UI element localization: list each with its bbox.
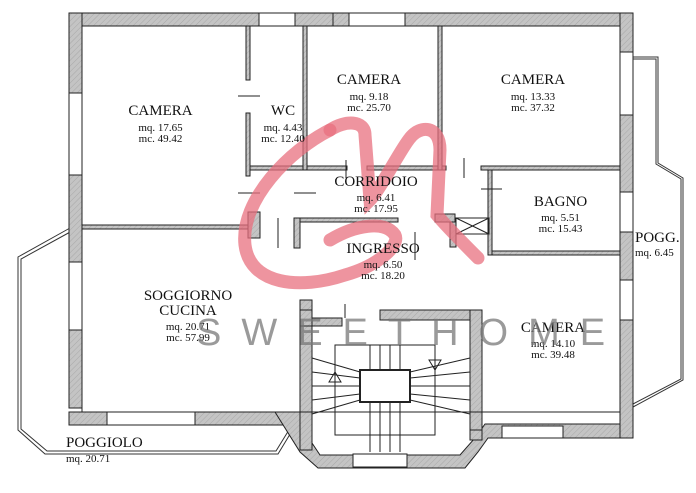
room-camera-2: CAMERA mq. 9.18 mc. 25.70 <box>324 73 414 114</box>
room-name: POGGIOLO <box>66 435 143 451</box>
room-area: mq. 13.33 <box>510 91 556 103</box>
room-name: CAMERA <box>500 72 566 88</box>
room-camera-3: CAMERA mq. 13.33 mc. 37.32 <box>488 73 578 114</box>
room-area: mq. 17.65 <box>138 122 183 134</box>
room-area: mq. 20.71 <box>165 321 211 333</box>
room-name: CAMERA <box>128 103 193 119</box>
room-volume: mc. 18.20 <box>361 270 405 282</box>
room-volume: mc. 39.48 <box>531 349 575 361</box>
balcony-pogg <box>632 56 684 408</box>
room-volume: mc. 25.70 <box>347 102 391 114</box>
room-corridoio: CORRIDOIO mq. 6.41 mc. 17.95 <box>326 175 426 215</box>
door-marks <box>238 95 502 318</box>
room-area: mq. 20.71 <box>66 453 111 465</box>
room-name: WC <box>270 103 296 119</box>
watermark-text: SWEETHOME <box>196 312 626 354</box>
room-area: mq. 6.50 <box>363 259 403 271</box>
room-bagno: BAGNO mq. 5.51 mc. 15.43 <box>518 195 603 235</box>
room-soggiorno-cucina: SOGGIORNO CUCINA mq. 20.71 mc. 57.99 <box>133 289 243 344</box>
room-volume: mc. 37.32 <box>511 102 555 114</box>
room-name: SOGGIORNO <box>143 288 233 304</box>
interior-walls <box>81 25 621 431</box>
room-name-secondary: CUCINA <box>159 303 217 319</box>
windows <box>68 12 634 468</box>
room-area: mq. 5.51 <box>541 212 580 224</box>
room-volume: mc. 17.95 <box>354 203 398 215</box>
room-camera-4: CAMERA mq. 14.10 mc. 39.48 <box>508 321 598 361</box>
room-volume: mc. 15.43 <box>538 223 583 235</box>
room-name: CAMERA <box>520 320 586 336</box>
room-poggiolo: POGGIOLO mq. 20.71 <box>66 436 143 465</box>
room-area: mq. 6.41 <box>356 192 396 204</box>
room-volume: mc. 12.40 <box>261 133 305 145</box>
room-area: mq. 9.18 <box>349 91 389 103</box>
room-area: mq. 6.45 <box>635 247 674 259</box>
staircase <box>311 344 471 452</box>
room-name: BAGNO <box>533 194 588 210</box>
room-volume: mc. 49.42 <box>138 133 183 145</box>
room-wc: WC mq. 4.43 mc. 12.40 <box>255 104 311 145</box>
room-pogg: POGG. mq. 6.45 <box>635 231 680 259</box>
balcony-poggiolo <box>17 227 296 455</box>
room-outlines <box>81 25 621 413</box>
room-name: CAMERA <box>336 72 402 88</box>
shaft <box>455 217 490 235</box>
room-camera-1: CAMERA mq. 17.65 mc. 49.42 <box>113 104 208 145</box>
room-volume: mc. 57.99 <box>166 332 210 344</box>
room-name: CORRIDOIO <box>334 174 418 190</box>
room-name: POGG. <box>635 230 680 246</box>
watermark-logo <box>238 116 485 290</box>
room-ingresso: INGRESSO mq. 6.50 mc. 18.20 <box>338 242 428 282</box>
room-area: mq. 14.10 <box>530 338 576 350</box>
room-name: INGRESSO <box>346 241 420 257</box>
room-area: mq. 4.43 <box>263 122 303 134</box>
